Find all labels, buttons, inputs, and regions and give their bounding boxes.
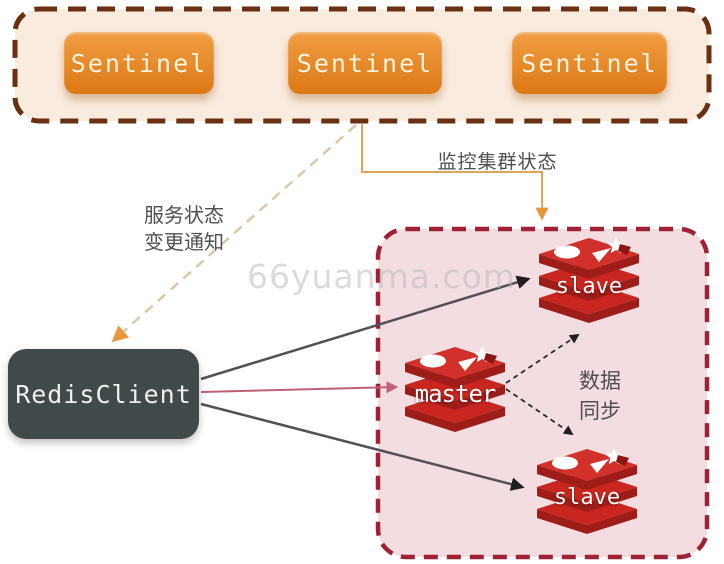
label-service-status-notify: 服务状态 变更通知: [134, 202, 234, 256]
redis-logo-star: [607, 237, 625, 254]
label-data-sync-line2: 同步: [579, 399, 621, 423]
arrow-sync-master-to-slave-bottom: [505, 388, 574, 436]
redis-logo-circle: [420, 354, 446, 368]
redis-logo-triangle: [592, 248, 611, 262]
redis-node-label: slave: [555, 274, 623, 299]
redis-logo-notch: [484, 353, 497, 364]
sentinel-node-label: Sentinel: [521, 48, 658, 78]
redis-client-label: RedisClient: [15, 379, 192, 409]
connector-monitor-cluster: [361, 124, 549, 221]
redis-node-label: master: [414, 380, 497, 408]
label-data-sync-line1: 数据: [579, 369, 621, 393]
sentinel-node-label: Sentinel: [70, 48, 208, 78]
redis-logo-notch: [618, 244, 631, 255]
redis-logo-notch: [616, 455, 629, 466]
label-service-status-notify-line1: 服务状态: [144, 203, 224, 227]
redis-node-slave-top: slave: [534, 236, 644, 332]
label-monitor-cluster-status: 监控集群状态: [437, 151, 558, 173]
redis-logo-circle: [554, 245, 580, 259]
arrow-client-to-slave-bottom: [200, 402, 525, 491]
sentinel-node-1: Sentinel: [64, 32, 214, 94]
arrow-sync-master-to-slave-top: [505, 333, 580, 384]
redis-logo-star: [473, 346, 491, 363]
sentinel-node-3: Sentinel: [512, 32, 667, 94]
label-service-status-notify-line2: 变更通知: [144, 230, 224, 254]
redis-logo-circle: [552, 456, 578, 470]
redis-logo-star: [605, 448, 623, 465]
arrow-client-to-master: [200, 381, 399, 394]
redis-client-node: RedisClient: [8, 349, 199, 439]
redis-cube-icon: [539, 237, 639, 323]
sentinel-node-2: Sentinel: [288, 32, 442, 94]
redis-cube-icon: [405, 346, 505, 432]
arrow-client-to-slave-top: [200, 275, 531, 381]
redis-node-master: master: [400, 345, 510, 441]
redis-node-slave-bottom: slave: [532, 447, 642, 543]
redis-logo-triangle: [458, 357, 477, 371]
connector-notify-client: [111, 124, 357, 343]
sentinel-node-label: Sentinel: [296, 48, 434, 78]
redis-cube-icon: [537, 448, 637, 534]
label-data-sync: 数据 同步: [560, 366, 640, 426]
redis-node-label: slave: [553, 485, 621, 510]
redis-logo-triangle: [590, 459, 609, 473]
